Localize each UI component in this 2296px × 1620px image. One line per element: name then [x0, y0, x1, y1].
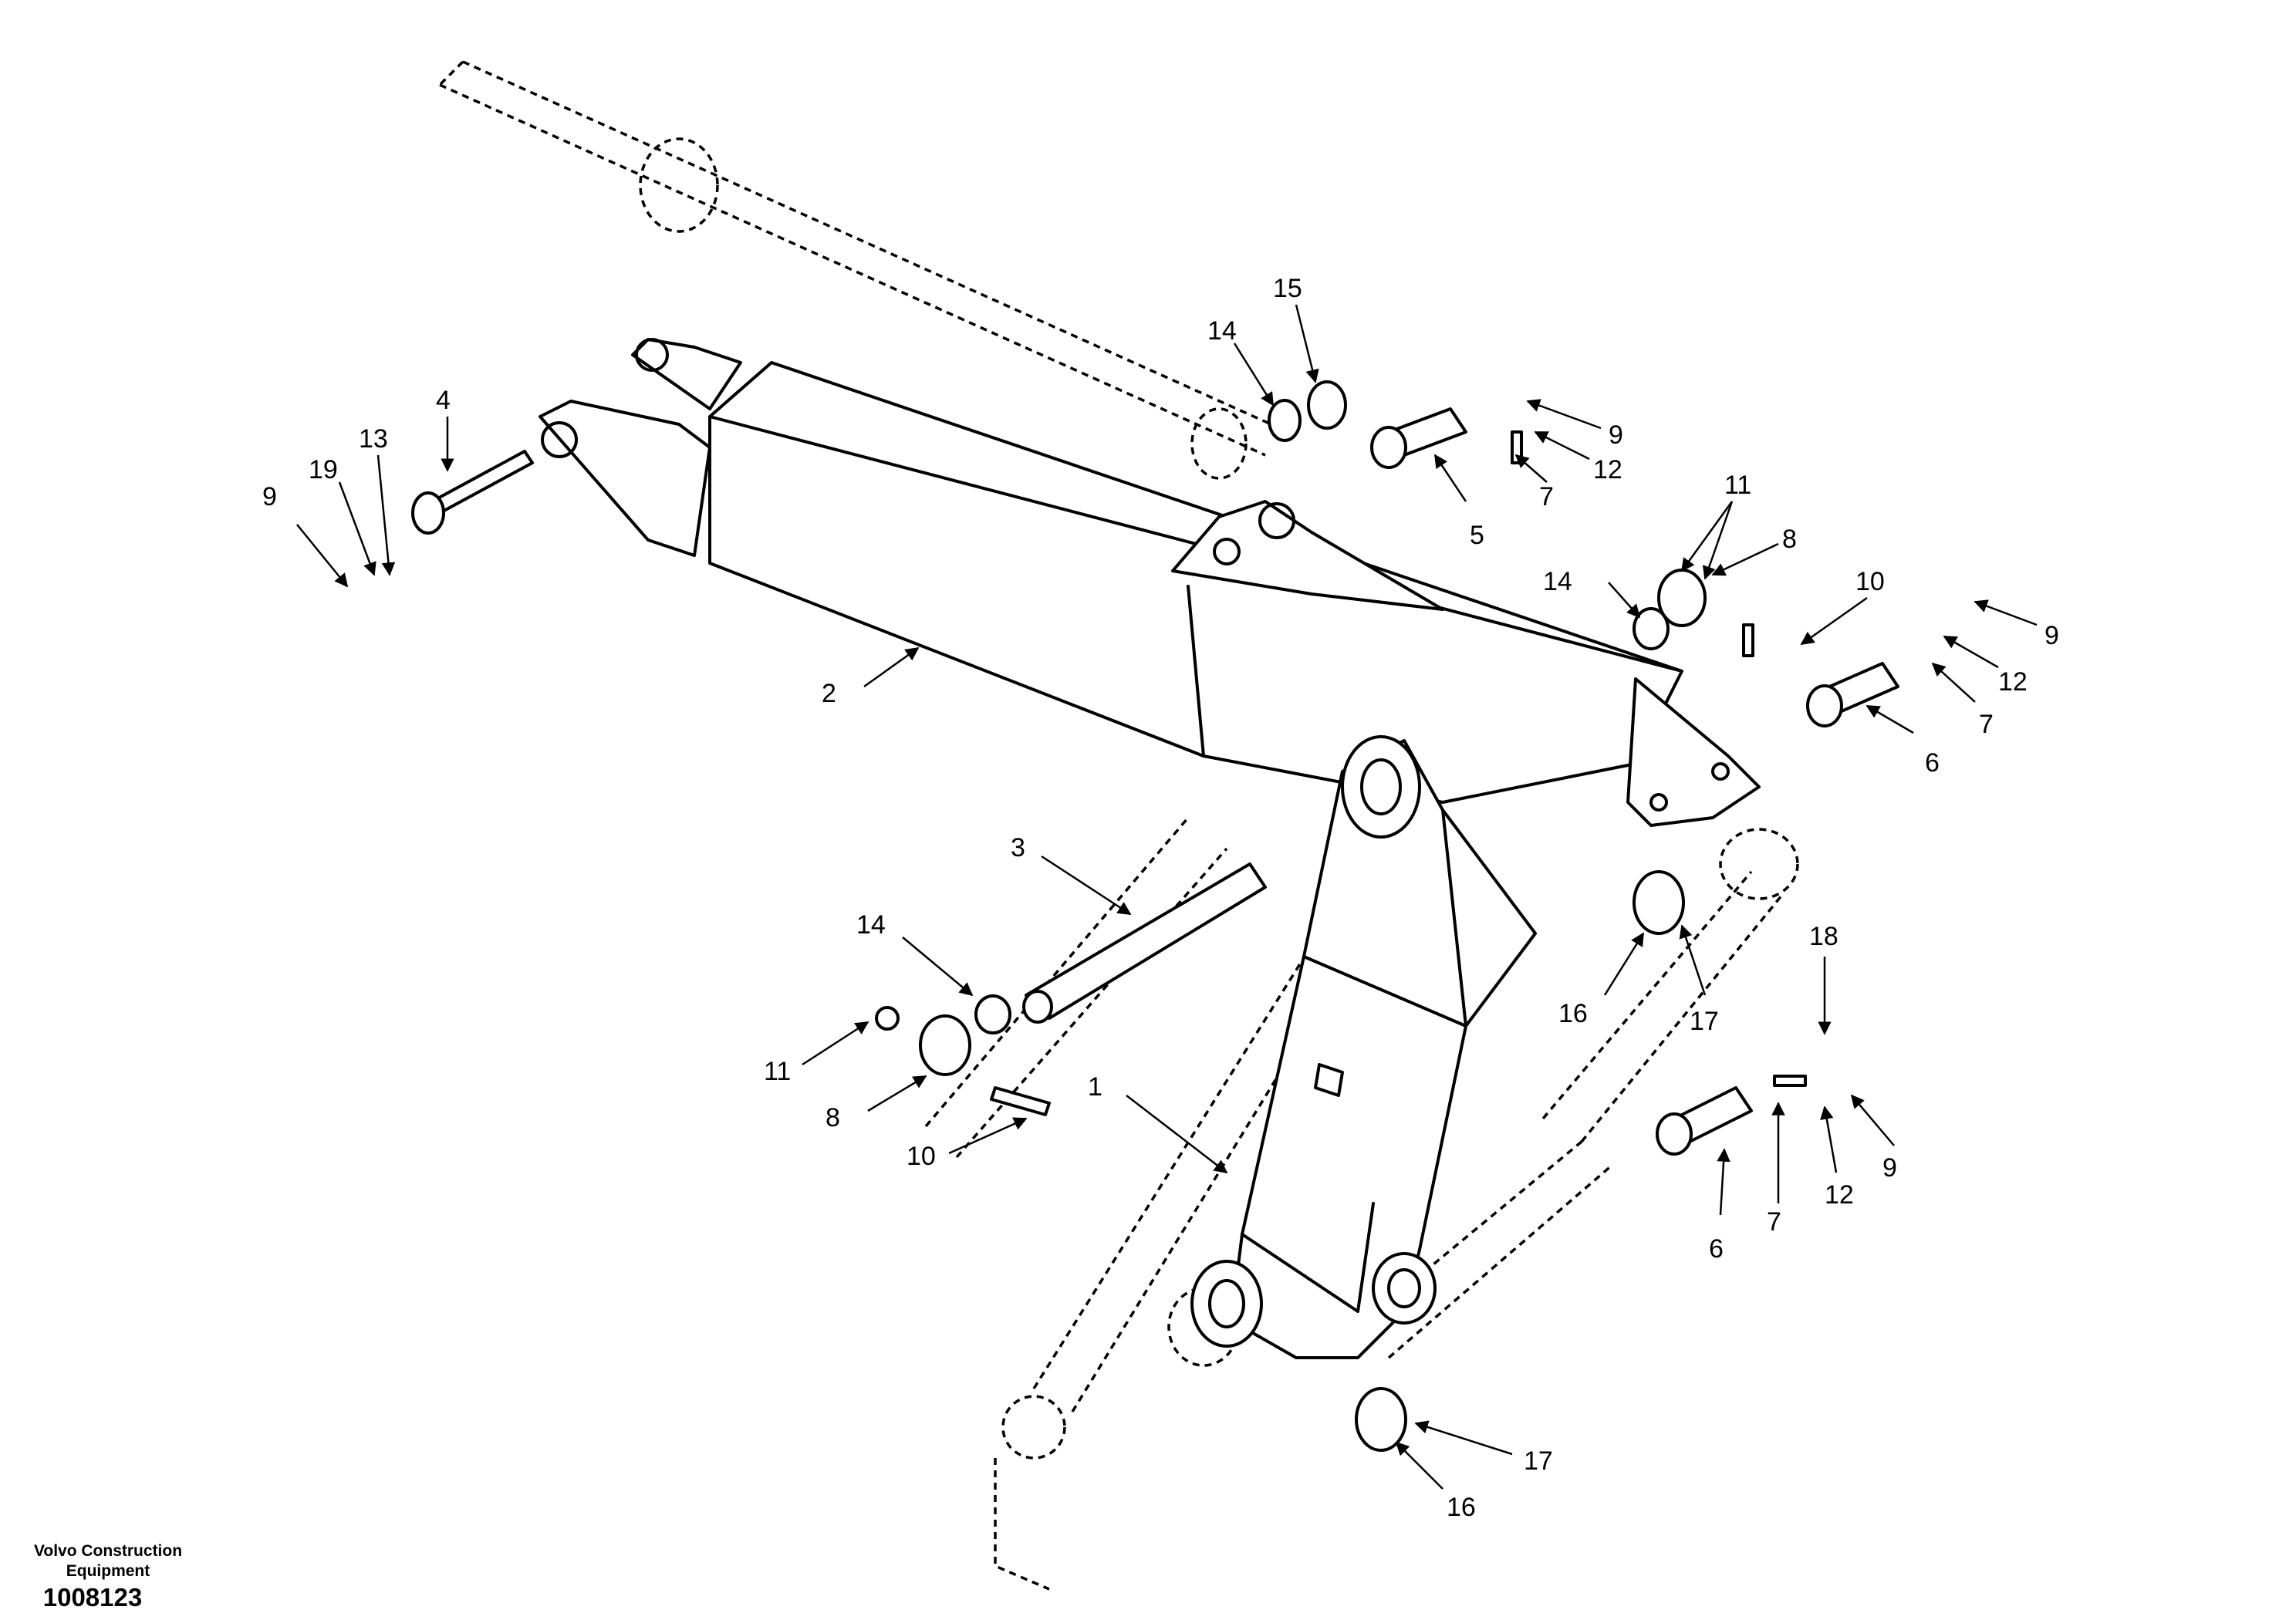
company-caption: Volvo Construction Equipment [33, 1542, 183, 1580]
callout-1: 1 [1088, 1072, 1102, 1102]
callout-6: 6 [1925, 748, 1940, 778]
callout-17b: 17 [1524, 1446, 1553, 1476]
callout-13: 13 [359, 424, 388, 454]
callout-11: 11 [1724, 471, 1751, 500]
callout-9d: 9 [1882, 1153, 1897, 1183]
callout-labels: 1 2 3 4 5 6 6 7 7 7 8 8 9 9 9 9 10 [262, 274, 2059, 1522]
callout-12: 12 [1593, 455, 1622, 484]
callout-15: 15 [1273, 274, 1302, 303]
callout-7c: 7 [1767, 1207, 1781, 1237]
callout-16b: 16 [1447, 1493, 1476, 1522]
callout-14: 14 [1207, 316, 1237, 346]
callout-14b: 14 [1543, 567, 1572, 596]
callout-8: 8 [1782, 525, 1797, 554]
callout-18: 18 [1809, 922, 1838, 951]
callout-12c: 12 [1825, 1180, 1854, 1210]
callout-7b: 7 [1979, 710, 1994, 739]
callout-17: 17 [1690, 1007, 1719, 1036]
boom [539, 338, 1761, 827]
callout-8b: 8 [826, 1103, 840, 1132]
loose-parts [411, 380, 1899, 1452]
drawing-number: 1008123 [42, 1583, 143, 1612]
callout-19: 19 [309, 455, 338, 484]
callout-9c: 9 [2044, 621, 2059, 650]
callout-11b: 11 [764, 1057, 791, 1086]
callout-12b: 12 [1998, 667, 2028, 697]
callout-3: 3 [1011, 833, 1025, 862]
callout-10: 10 [1855, 567, 1885, 596]
callout-9: 9 [262, 482, 277, 511]
callout-4: 4 [436, 386, 451, 415]
callout-14c: 14 [856, 910, 886, 940]
callout-6b: 6 [1709, 1234, 1724, 1264]
callout-5: 5 [1470, 521, 1484, 550]
callout-7: 7 [1539, 482, 1554, 511]
callout-10b: 10 [907, 1142, 936, 1171]
arm [1190, 735, 1537, 1359]
ghost-cylinders [438, 60, 1799, 1591]
callout-9b: 9 [1609, 420, 1623, 450]
callout-2: 2 [822, 679, 836, 708]
callout-16: 16 [1558, 999, 1588, 1028]
